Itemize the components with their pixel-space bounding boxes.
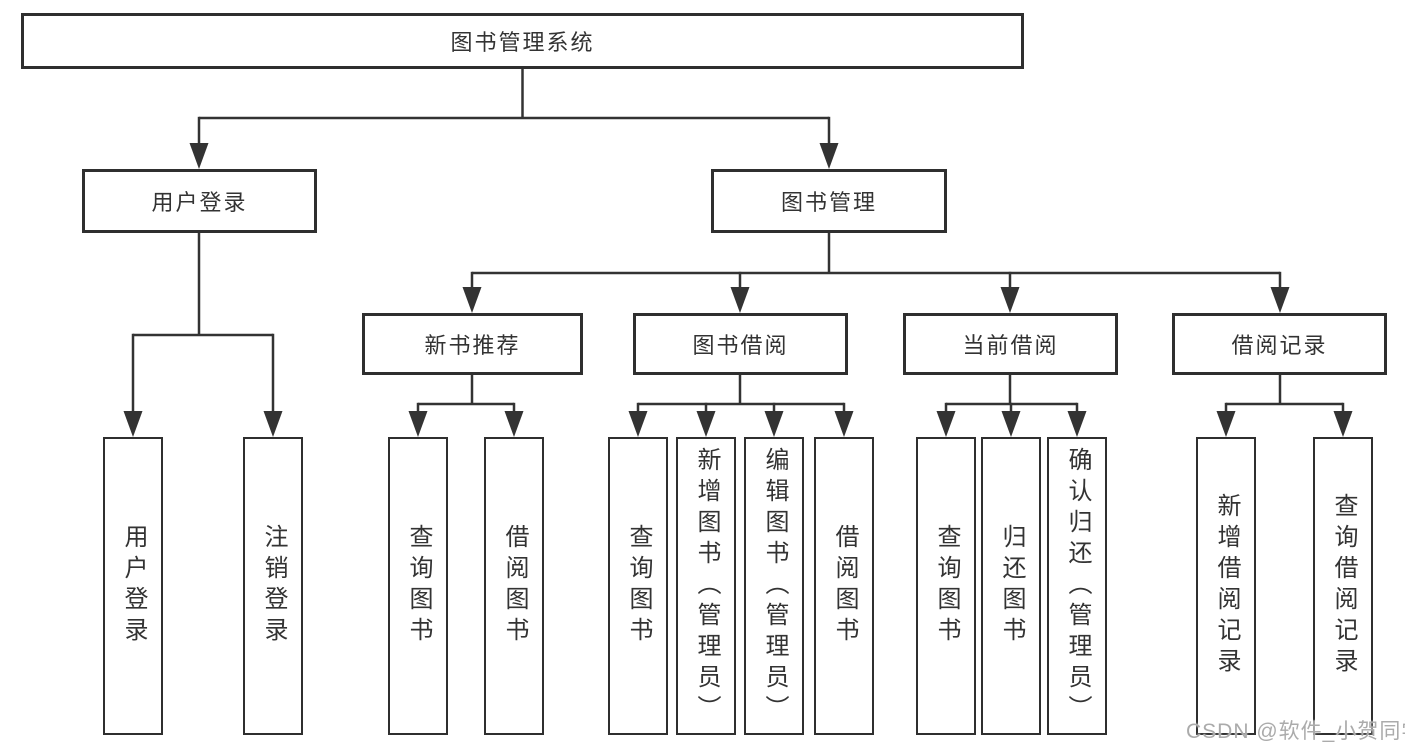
node-root: 图书管理系统 bbox=[21, 13, 1024, 69]
leaf-query-books-recommend-label: 查询图书 bbox=[405, 524, 432, 648]
leaf-logout: 注销登录 bbox=[243, 437, 303, 735]
csdn-watermark: CSDN @软件_小贺同学 bbox=[1186, 720, 1405, 743]
leaf-query-borrow-record: 查询借阅记录 bbox=[1313, 437, 1373, 735]
node-borrowing-records: 借阅记录 bbox=[1172, 313, 1387, 375]
leaf-edit-book-admin: 编辑图书（管理员） bbox=[744, 437, 804, 735]
leaf-borrow-books-recommend-label: 借阅图书 bbox=[501, 524, 528, 648]
leaf-query-books-borrowing: 查询图书 bbox=[608, 437, 668, 735]
node-new-book-recommendation-label: 新书推荐 bbox=[424, 333, 521, 358]
leaf-query-borrow-record-label: 查询借阅记录 bbox=[1330, 493, 1357, 679]
leaf-add-borrow-record: 新增借阅记录 bbox=[1196, 437, 1256, 735]
leaf-edit-book-admin-label: 编辑图书（管理员） bbox=[761, 446, 788, 726]
node-borrowing-records-label: 借阅记录 bbox=[1231, 333, 1328, 358]
leaf-query-books-recommend: 查询图书 bbox=[388, 437, 448, 735]
leaf-add-book-admin-label: 新增图书（管理员） bbox=[693, 446, 720, 726]
leaf-query-books-current: 查询图书 bbox=[916, 437, 976, 735]
node-current-borrowing: 当前借阅 bbox=[903, 313, 1118, 375]
leaf-query-books-current-label: 查询图书 bbox=[933, 524, 960, 648]
node-book-borrowing-label: 图书借阅 bbox=[692, 333, 789, 358]
leaf-query-books-borrowing-label: 查询图书 bbox=[625, 524, 652, 648]
leaf-add-book-admin: 新增图书（管理员） bbox=[676, 437, 736, 735]
node-current-borrowing-label: 当前借阅 bbox=[962, 333, 1059, 358]
node-book-borrowing: 图书借阅 bbox=[633, 313, 848, 375]
node-user-login-label: 用户登录 bbox=[151, 190, 248, 215]
node-new-book-recommendation: 新书推荐 bbox=[362, 313, 583, 375]
node-root-label: 图书管理系统 bbox=[450, 30, 595, 55]
leaf-borrow-books-borrowing-label: 借阅图书 bbox=[831, 524, 858, 648]
leaf-borrow-books-recommend: 借阅图书 bbox=[484, 437, 544, 735]
leaf-return-books-label: 归还图书 bbox=[998, 524, 1025, 648]
leaf-user-login-label: 用户登录 bbox=[120, 524, 147, 648]
leaf-user-login: 用户登录 bbox=[103, 437, 163, 735]
leaf-confirm-return-admin: 确认归还（管理员） bbox=[1047, 437, 1107, 735]
node-book-management: 图书管理 bbox=[711, 169, 947, 233]
node-book-management-label: 图书管理 bbox=[780, 190, 877, 215]
leaf-confirm-return-admin-label: 确认归还（管理员） bbox=[1064, 446, 1091, 726]
leaf-return-books: 归还图书 bbox=[981, 437, 1041, 735]
leaf-borrow-books-borrowing: 借阅图书 bbox=[814, 437, 874, 735]
leaf-add-borrow-record-label: 新增借阅记录 bbox=[1213, 493, 1240, 679]
node-user-login: 用户登录 bbox=[82, 169, 317, 233]
leaf-logout-label: 注销登录 bbox=[260, 524, 287, 648]
